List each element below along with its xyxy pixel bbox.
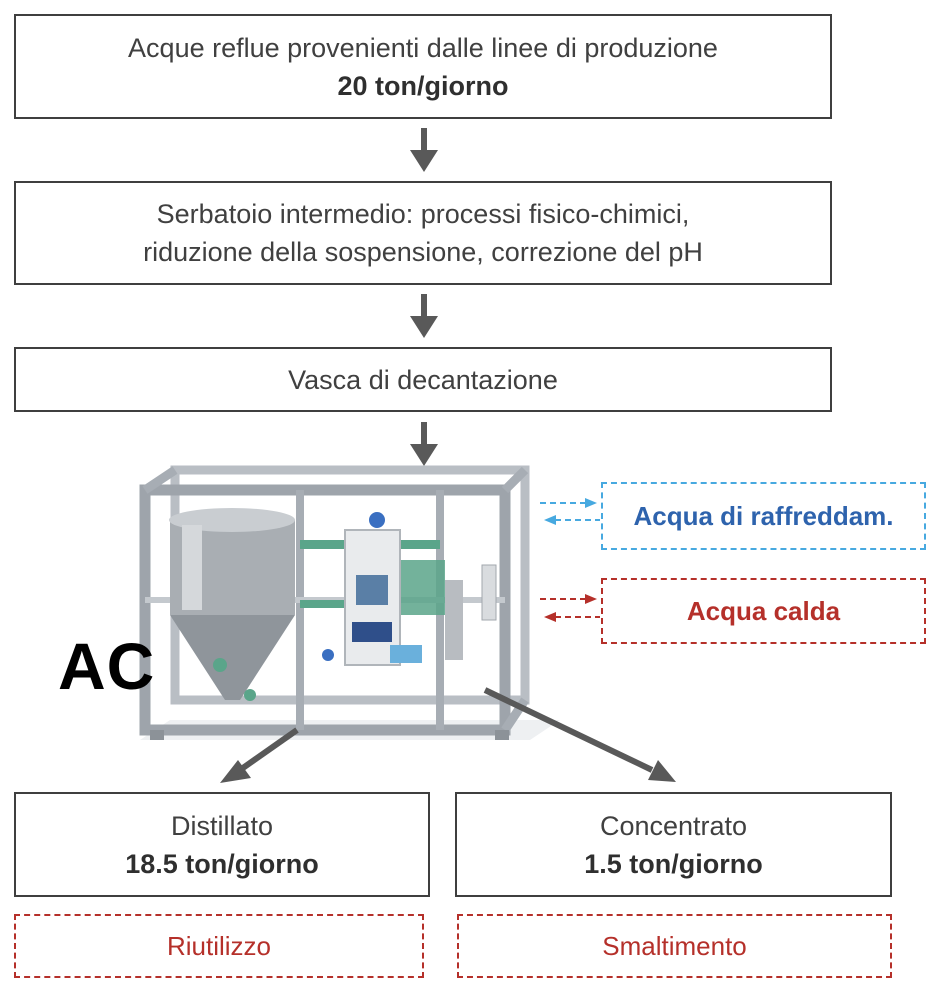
distillate-destination-label: Riutilizzo xyxy=(166,930,272,961)
hot-water-box: Acqua calda xyxy=(601,578,926,644)
cooling-water-box: Acqua di raffreddam. xyxy=(601,482,926,550)
step-settling-label: Vasca di decantazione xyxy=(288,364,558,395)
distillate-flow: 18.5 ton/giorno xyxy=(125,848,319,879)
distillate-destination-box: Riutilizzo xyxy=(14,914,424,978)
concentrate-arrow xyxy=(483,687,676,782)
step-settling-tank: Vasca di decantazione xyxy=(14,347,832,412)
unit-label: AC xyxy=(58,629,156,703)
output-concentrate: Concentrato 1.5 ton/giorno xyxy=(455,792,892,897)
cooling-water-label: Acqua di raffreddam. xyxy=(633,500,894,531)
hot-water-arrows xyxy=(540,594,600,622)
distillate-title: Distillato xyxy=(170,810,274,841)
step-wastewater-label: Acque reflue provenienti dalle linee di … xyxy=(128,32,718,63)
step-wastewater-flow: 20 ton/giorno xyxy=(337,70,509,101)
step-intermediate-line1: Serbatoio intermedio: processi fisico-ch… xyxy=(156,199,690,229)
output-distillate: Distillato 18.5 ton/giorno xyxy=(14,792,430,897)
step-intermediate-tank: Serbatoio intermedio: processi fisico-ch… xyxy=(14,181,832,285)
distillate-arrow xyxy=(220,727,299,783)
flow-arrow-1 xyxy=(410,128,438,172)
concentrate-destination-box: Smaltimento xyxy=(457,914,892,978)
flow-arrow-2 xyxy=(410,294,438,338)
step-intermediate-line2: riduzione della sospensione, correzione … xyxy=(143,237,703,267)
concentrate-title: Concentrato xyxy=(599,810,748,841)
concentrate-destination-label: Smaltimento xyxy=(602,930,747,961)
flow-arrow-3 xyxy=(410,422,438,466)
cooling-water-arrows xyxy=(540,498,600,525)
step-wastewater-input: Acque reflue provenienti dalle linee di … xyxy=(14,14,832,119)
concentrate-flow: 1.5 ton/giorno xyxy=(584,848,763,879)
hot-water-label: Acqua calda xyxy=(686,595,841,626)
evaporator-plant-illustration xyxy=(139,465,560,740)
